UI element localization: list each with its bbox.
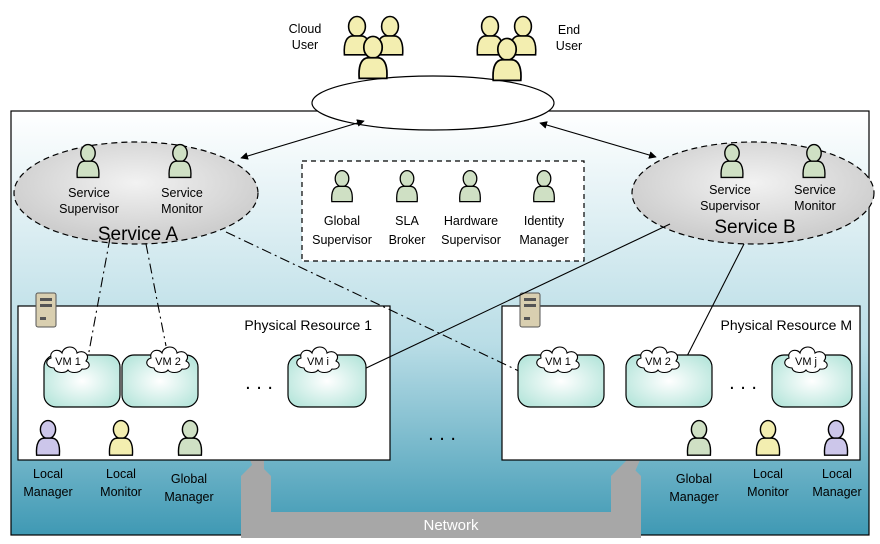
resource-m-manager-2-line2: Monitor: [747, 485, 789, 499]
vm-node: VM 1: [43, 346, 121, 408]
resource-1-manager-2-line2: Monitor: [100, 485, 142, 499]
resource-1-manager-3-line2: Manager: [164, 490, 213, 504]
vm-label: VM 1: [545, 356, 571, 368]
vm-label: VM 2: [645, 356, 671, 368]
network-connector: Network: [241, 460, 641, 538]
vm-node: VM 2: [625, 346, 713, 408]
cloud-user-label-line2: User: [292, 38, 318, 52]
link-service-a-vm2: [145, 243, 167, 347]
vm-node: VM 2: [121, 346, 199, 408]
end-user-label-line1: End: [558, 23, 580, 37]
physical-resource-1-title: Physical Resource 1: [244, 317, 372, 333]
global-component-1-line2: Supervisor: [312, 233, 372, 247]
user-access-ellipse: [311, 75, 555, 131]
resource-1-manager-1-line1: Local: [33, 467, 63, 481]
vm-label: VM 1: [55, 356, 81, 368]
end-user-label-line2: User: [556, 39, 582, 53]
link-service-a-vm1: [85, 237, 111, 369]
service-a-role-2-line2: Monitor: [161, 202, 203, 216]
global-component-1-line1: Global: [324, 214, 360, 228]
global-component-4-line1: Identity: [524, 214, 565, 228]
service-b-role-1-line2: Supervisor: [700, 199, 760, 213]
service-b-role-2-line1: Service: [794, 183, 836, 197]
resource-m-manager-2-line1: Local: [753, 467, 783, 481]
service-a-role-1-line1: Service: [68, 186, 110, 200]
server-icon: [35, 292, 57, 328]
global-component-4-line2: Manager: [519, 233, 568, 247]
global-component-3-line1: Hardware: [444, 214, 498, 228]
service-a-role-1-line2: Supervisor: [59, 202, 119, 216]
resource-1-manager-3-line1: Global: [171, 472, 207, 486]
global-component-2-line2: Broker: [389, 233, 426, 247]
link-service-b-vmi: [361, 223, 671, 371]
cloud-user-label-line1: Cloud: [289, 22, 322, 36]
link-service-b-vm2: [681, 243, 745, 367]
service-a-role-2-line1: Service: [161, 186, 203, 200]
resource-m-manager-3-line2: Manager: [812, 485, 861, 499]
resource-ellipsis: . . .: [428, 423, 456, 445]
resource-m-manager-3-line1: Local: [822, 467, 852, 481]
connection-lines: [85, 119, 745, 373]
service-b-role-2-line2: Monitor: [794, 199, 836, 213]
vm-ellipsis: . . .: [729, 372, 757, 394]
resource-m-manager-1-line1: Global: [676, 472, 712, 486]
vm-ellipsis: . . .: [245, 372, 273, 394]
service-a-title: Service A: [98, 224, 179, 245]
vm-label: VM 2: [155, 356, 181, 368]
resource-1-manager-2-line1: Local: [106, 467, 136, 481]
server-icon: [519, 292, 541, 328]
service-a-ellipse: [13, 141, 259, 245]
arrow-user-service-b: [539, 121, 657, 159]
vm-node: VM 1: [517, 346, 605, 408]
physical-resource-m-title: Physical Resource M: [721, 317, 853, 333]
arrow-user-service-a: [240, 119, 365, 160]
cloud-user-group: [343, 15, 404, 80]
end-user-group: [476, 15, 537, 82]
service-b-title: Service B: [714, 217, 795, 238]
vm-node: VM j: [771, 346, 853, 408]
global-component-3-line2: Supervisor: [441, 233, 501, 247]
service-b-role-1-line1: Service: [709, 183, 751, 197]
vm-group: VM 1 VM 2 VM i VM 1 VM 2 VM j: [43, 346, 853, 408]
link-service-a-vmm1: [225, 231, 522, 373]
resource-1-manager-1-line2: Manager: [23, 485, 72, 499]
network-label: Network: [423, 517, 479, 534]
resource-m-manager-1-line2: Manager: [669, 490, 718, 504]
vm-node: VM i: [287, 346, 367, 408]
global-component-2-line1: SLA: [395, 214, 419, 228]
vm-label: VM i: [307, 356, 329, 368]
vm-label: VM j: [795, 356, 817, 368]
